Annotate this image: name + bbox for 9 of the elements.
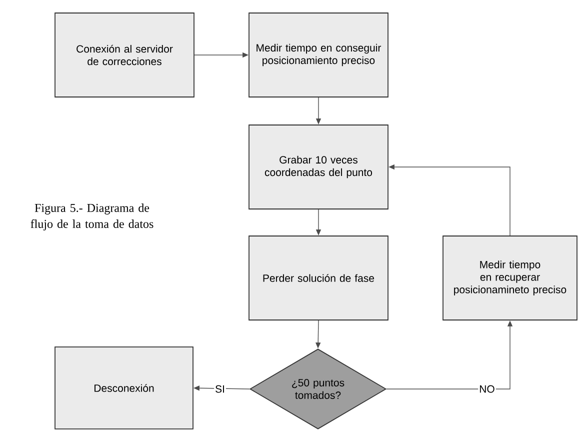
process-box: Medir tiempo en recuperar posicionamineto preciso bbox=[442, 236, 578, 320]
process-box: Desconexión bbox=[54, 346, 194, 430]
figure-caption: Figura 5.- Diagrama de flujo de la toma de datos bbox=[30, 204, 154, 230]
edge-label: NO bbox=[478, 384, 496, 394]
process-box: Conexión al servidor de correcciones bbox=[54, 12, 194, 98]
process-box: Grabar 10 veces coordenadas del punto bbox=[248, 124, 388, 210]
edge-label: SI bbox=[214, 384, 226, 394]
process-box: Medir tiempo en conseguir posicionamiento preciso bbox=[248, 12, 388, 98]
process-box: Perder solución de fase bbox=[248, 236, 388, 320]
